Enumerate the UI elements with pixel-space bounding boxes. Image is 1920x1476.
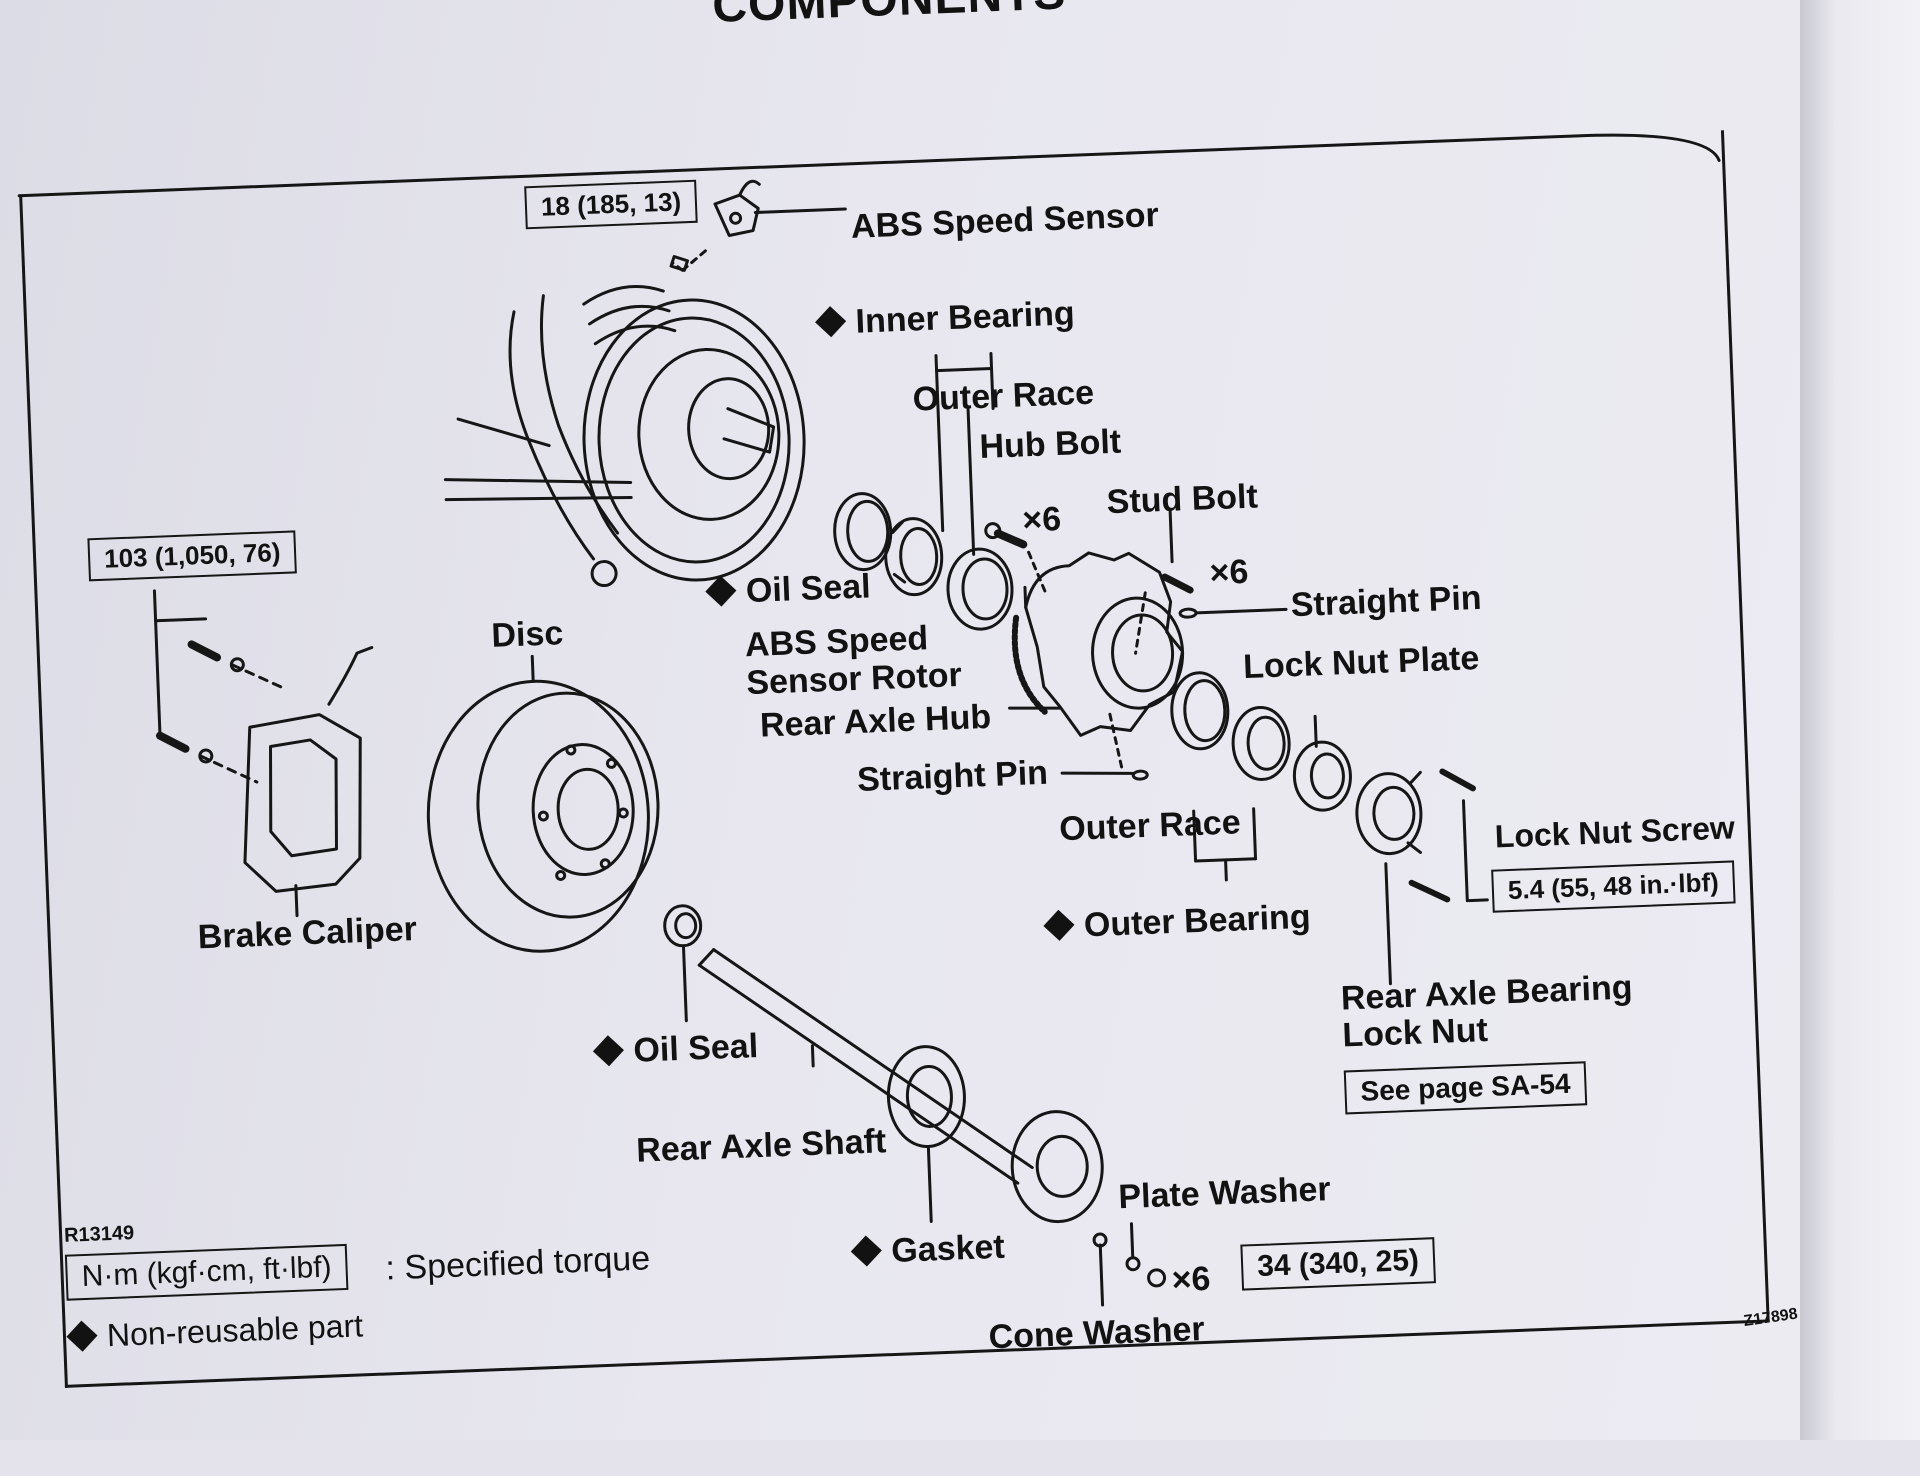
non-reusable-diamond xyxy=(66,1320,98,1352)
frame-top-edge xyxy=(17,133,1721,198)
label-outer-race-upper: Outer Race xyxy=(911,373,1095,419)
label-outer-bearing-text: Outer Bearing xyxy=(1083,897,1312,945)
abs-speed-sensor-drawing xyxy=(669,179,847,272)
torque-box-axle-nut: 34 (340, 25) xyxy=(1240,1237,1436,1291)
torque-box-caliper: 103 (1,050, 76) xyxy=(87,530,298,582)
label-rear-axle-bearing-lock-nut: Rear Axle Bearing Lock Nut xyxy=(1340,968,1634,1055)
rear-axle-shaft-drawing xyxy=(663,904,1104,1224)
non-reusable-diamond xyxy=(850,1235,882,1267)
label-outer-race-lower: Outer Race xyxy=(1058,803,1242,849)
see-page-box: See page SA-54 xyxy=(1343,1061,1588,1115)
cone-washer-plate-washer-drawing xyxy=(1092,1222,1167,1307)
figure-id: R13149 xyxy=(63,1222,135,1247)
label-hub-bolt-qty: ×6 xyxy=(1021,499,1062,540)
knuckle-backing-plate-drawing xyxy=(443,285,806,588)
label-straight-pin-upper: Straight Pin xyxy=(1290,578,1483,625)
label-abs-speed-sensor-rotor: ABS Speed Sensor Rotor xyxy=(744,619,963,703)
non-reusable-diamond xyxy=(705,575,737,607)
rear-axle-hub-drawing xyxy=(1011,551,1185,737)
stud-bolt-drawing xyxy=(1134,510,1194,655)
next-page-edge xyxy=(1800,0,1920,1440)
disc-drawing xyxy=(426,654,660,953)
label-stud-bolt: Stud Bolt xyxy=(1106,477,1259,522)
hub-bolt-drawing xyxy=(984,522,1047,594)
label-stud-bolt-qty: ×6 xyxy=(1208,552,1250,593)
non-reusable-diamond xyxy=(1043,909,1075,941)
straight-pin-drawing xyxy=(1060,607,1288,781)
lower-bearing-set-drawing xyxy=(1170,671,1477,986)
label-oil-seal-lower-text: Oil Seal xyxy=(632,1027,759,1070)
brake-caliper-drawing xyxy=(152,589,374,918)
label-oil-seal-upper: Oil Seal xyxy=(705,567,872,612)
label-inner-bearing-text: Inner Bearing xyxy=(854,294,1076,341)
label-hub-bolt: Hub Bolt xyxy=(978,422,1122,467)
label-oil-seal-upper-text: Oil Seal xyxy=(745,567,872,611)
label-gasket-text: Gasket xyxy=(890,1227,1006,1271)
label-disc: Disc xyxy=(490,614,564,655)
upper-bearing-set-drawing xyxy=(833,492,1014,631)
label-nut-qty: ×6 xyxy=(1170,1259,1212,1300)
leader-lines xyxy=(934,352,1489,903)
manual-page xyxy=(0,0,1800,1440)
label-straight-pin-lower: Straight Pin xyxy=(856,753,1049,799)
label-oil-seal-lower: Oil Seal xyxy=(592,1027,759,1072)
label-gasket: Gasket xyxy=(850,1227,1006,1272)
non-reusable-diamond xyxy=(592,1035,624,1067)
non-reusable-diamond xyxy=(815,306,847,338)
torque-box-abs-sensor: 18 (185, 13) xyxy=(524,179,698,230)
